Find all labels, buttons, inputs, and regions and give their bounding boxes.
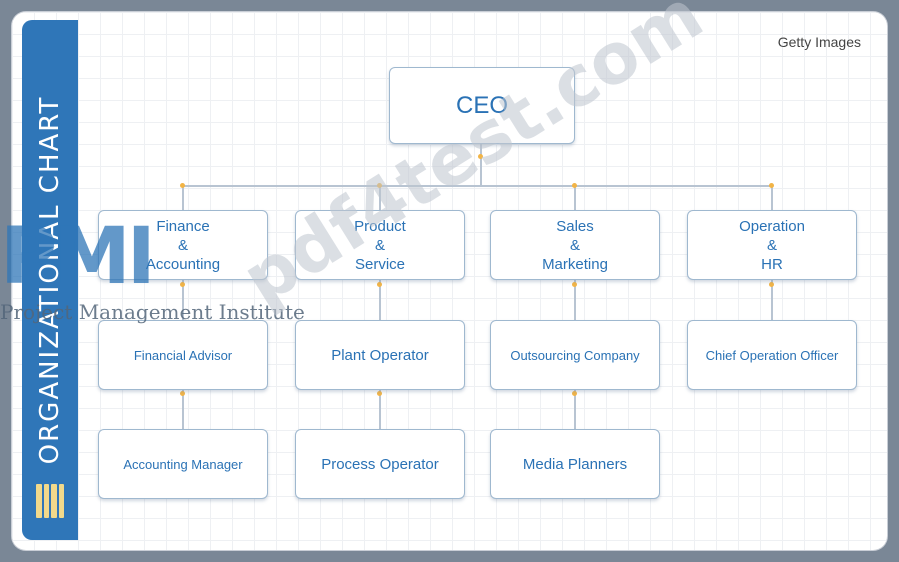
connector-col2-b xyxy=(379,389,381,429)
role-box: Process Operator xyxy=(295,429,465,499)
connector-dot xyxy=(180,391,185,396)
dept-label-line: Marketing xyxy=(542,255,608,273)
dept-label-line: & xyxy=(766,236,777,254)
role-label: Outsourcing Company xyxy=(510,347,640,363)
dept-finance-box: Finance & Accounting xyxy=(98,210,268,280)
dept-label-line: & xyxy=(569,236,580,254)
role-label: Process Operator xyxy=(321,455,439,473)
role-box: Outsourcing Company xyxy=(490,320,660,390)
role-box: Chief Operation Officer xyxy=(687,320,857,390)
connector-col2-a xyxy=(379,280,381,320)
image-credit: Getty Images xyxy=(777,34,861,50)
role-label: Accounting Manager xyxy=(123,456,243,472)
role-label: Plant Operator xyxy=(331,346,429,364)
connector-dept-1 xyxy=(182,185,184,212)
dept-product-box: Product & Service xyxy=(295,210,465,280)
dept-label-line: Operation xyxy=(739,217,805,235)
role-label: Media Planners xyxy=(522,455,628,473)
role-box: Media Planners xyxy=(490,429,660,499)
sidebar-title: ORGANIZATIONAL CHART xyxy=(35,95,65,465)
bars-icon xyxy=(36,484,64,518)
role-label: Financial Advisor xyxy=(133,347,233,363)
connector-dept-2 xyxy=(379,185,381,212)
connector-dot xyxy=(180,282,185,287)
connector-col4-a xyxy=(771,280,773,320)
connector-dot xyxy=(377,183,382,188)
connector-dot xyxy=(180,183,185,188)
connector-dept-4 xyxy=(771,185,773,212)
dept-label-line: HR xyxy=(761,255,783,273)
connector-col1-a xyxy=(182,280,184,320)
connector-dept-3 xyxy=(574,185,576,212)
dept-operation-box: Operation & HR xyxy=(687,210,857,280)
connector-col3-b xyxy=(574,389,576,429)
connector-dot xyxy=(377,391,382,396)
role-box: Financial Advisor xyxy=(98,320,268,390)
dept-label-line: & xyxy=(177,236,188,254)
org-chart-card: ORGANIZATIONAL CHART Getty Images CEO Fi… xyxy=(12,12,887,550)
dept-label-line: Service xyxy=(354,255,406,273)
connector-col1-b xyxy=(182,389,184,429)
connector-dot xyxy=(377,282,382,287)
dept-label-line: Accounting xyxy=(145,255,221,273)
dept-label-line: & xyxy=(374,236,385,254)
ceo-box: CEO xyxy=(389,67,575,144)
connector-dot xyxy=(769,183,774,188)
role-box: Plant Operator xyxy=(295,320,465,390)
connector-horizontal xyxy=(182,185,773,187)
role-label: Chief Operation Officer xyxy=(705,347,839,363)
dept-sales-box: Sales & Marketing xyxy=(490,210,660,280)
connector-dot xyxy=(769,282,774,287)
connector-dot xyxy=(572,391,577,396)
ceo-label: CEO xyxy=(455,91,508,119)
connector-dot xyxy=(478,154,483,159)
sidebar-banner: ORGANIZATIONAL CHART xyxy=(22,20,78,540)
role-box: Accounting Manager xyxy=(98,429,268,499)
dept-label-line: Sales xyxy=(556,217,594,235)
connector-dot xyxy=(572,183,577,188)
connector-dot xyxy=(572,282,577,287)
dept-label-line: Product xyxy=(354,217,406,235)
connector-col3-a xyxy=(574,280,576,320)
connector-ceo-trunk xyxy=(480,144,482,186)
dept-label-line: Finance xyxy=(156,217,210,235)
